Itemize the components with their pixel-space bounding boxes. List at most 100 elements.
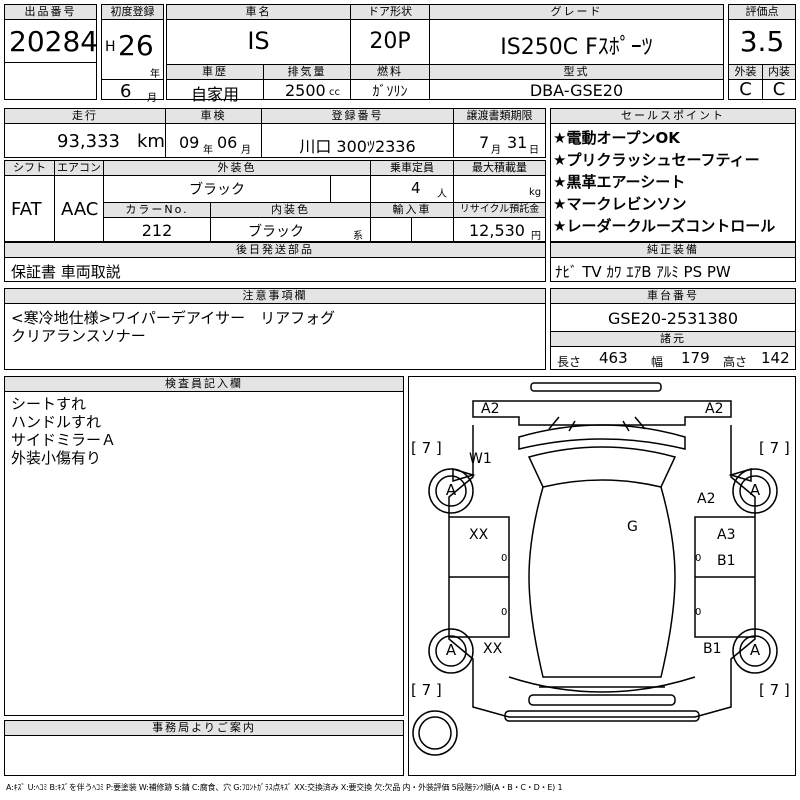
lot-number-label: 出品番号 [5,5,96,19]
lot-number-box: 出品番号 20284 [4,4,99,100]
model-code: DBA-GSE20 [529,81,624,100]
shift-label: シフト [5,161,54,175]
score-box: 評価点 3.5 外装 内装 C C [728,4,796,100]
first-registration-label: 初度登録 [102,5,163,19]
grade-label: グレード [430,5,723,19]
first-registration-box: 初度登録 H 26 年 6 月 [101,4,164,104]
sales-point: ★電動オープンOK [553,129,680,147]
tire-fr-mark: A [749,481,761,499]
mark-a2-front-right: A2 [705,401,724,417]
inspection-month: 06 [217,133,238,152]
max-load-label: 最大積載量 [454,161,545,175]
sales-point: ★黒革エアーシート [553,173,686,191]
later-parts-box: 後日発送部品 保証書 車両取説 [4,242,546,282]
mileage-unit: km [137,131,165,152]
sales-points-box: セールスポイント ★電動オープンOK ★プリクラッシュセーフティー ★黒革エアー… [550,108,796,242]
inspector-line: 外装小傷有り [11,449,102,467]
inspector-label: 検査員記入欄 [5,377,403,391]
shift: FAT [11,199,42,220]
ac-label: エアコン [55,161,103,175]
interior-color: ブラック [248,224,304,240]
door-type: 20P [369,29,411,54]
door-zero-fl: 0 [501,553,508,564]
tire-rl-mark: A [445,641,457,659]
car-diagram-box: A A A A [ 7 ] [ 7 ] [ 7 ] [ 7 ] A2 A2 W1… [408,376,796,776]
tire-rr-mark: A [749,641,761,659]
exterior-label: 外装 [729,65,762,79]
year: 26 [118,29,154,62]
exterior-color-label: 外装色 [104,161,370,175]
registration-label: 登録番号 [262,109,453,123]
fuel: ｶﾞｿﾘﾝ [372,84,408,100]
sales-point: ★マークレビンソン [553,195,687,213]
sales-point: ★プリクラッシュセーフティー [553,151,760,169]
displacement: 2500 [285,81,326,100]
chassis-box: 車台番号 GSE20-2531380 諸元 長さ 463 幅 179 高さ 14… [550,288,796,370]
displacement-label: 排気量 [264,65,350,79]
dimensions-label: 諸元 [551,332,795,346]
mark-b1-right: B1 [717,553,736,569]
interior-color-suffix: 系 [353,231,363,242]
length: 463 [599,349,628,367]
tire-rear-left [428,628,474,674]
interior-label: 内装 [763,65,795,79]
transfer-day-unit: 日 [529,145,539,156]
inspector-line: サイドミラーＡ [11,431,117,449]
mark-b1-rear-right: B1 [703,641,722,657]
sales-points-label: セールスポイント [551,109,795,123]
equipment-label: 純正装備 [551,243,795,257]
year-unit: 年 [150,69,160,80]
tire-bracket-rr: [ 7 ] [759,681,790,699]
equipment-box: 純正装備 ﾅﾋﾞ TV ｶﾜ ｴｱB ｱﾙﾐ PS PW [550,242,796,282]
exterior-color: ブラック [189,182,245,198]
mark-xx-left-rear: XX [483,641,503,657]
import-label: 輸入車 [371,203,453,217]
inspection-month-unit: 月 [241,145,251,156]
sales-points-list: ★電動オープンOK ★プリクラッシュセーフティー ★黒革エアーシート ★マークレ… [553,129,775,235]
tire-bracket-rl: [ 7 ] [411,681,442,699]
mileage: 93,333 [57,131,120,152]
transfer-month-unit: 月 [491,145,501,156]
capacity-label: 乗車定員 [371,161,453,175]
notes-label: 注意事項欄 [5,289,545,303]
later-parts-value: 保証書 車両取説 [11,263,121,281]
vehicle-history: 自家用 [190,85,239,104]
mark-w1: W1 [469,451,492,467]
chassis-number: GSE20-2531380 [607,309,739,328]
width: 179 [681,349,710,367]
mileage-label: 走行 [5,109,165,123]
inspection-year-unit: 年 [203,145,213,156]
tire-bracket-fl: [ 7 ] [411,439,442,457]
mark-xx-left: XX [469,527,489,543]
car-name: IS [247,27,270,55]
mark-a2-front-left: A2 [481,401,500,417]
inspector-line: ハンドルすれ [11,413,102,431]
office-label: 事務局よりご案内 [5,721,403,735]
transfer-day: 31 [507,133,528,152]
note-line: クリアランスソナー [11,327,146,345]
capacity-unit: 人 [437,189,447,200]
mark-a2-right: A2 [697,491,716,507]
door-label: ドア形状 [351,5,429,19]
tire-fl-mark: A [445,481,457,499]
notes-list: <寒冷地仕様>ワイパーデアイサー リアフォグ クリアランスソナー [11,309,335,345]
sales-point: ★レーダークルーズコントロール [553,217,776,235]
era: H [105,39,116,55]
height-label: 高さ [723,355,748,369]
fuel-label: 燃料 [351,65,429,79]
name-box: 車名 ドア形状 グレード IS 20P IS250C Fｽﾎﾟｰﾂ 車歴 排気量… [166,4,724,104]
door-zero-fr: 0 [695,553,702,564]
mark-a3: A3 [717,527,736,543]
notes-box: 注意事項欄 <寒冷地仕様>ワイパーデアイサー リアフォグ クリアランスソナー [4,288,546,370]
color-number-label: カラーNo. [104,203,210,217]
lot-number: 20284 [9,25,99,58]
later-parts-label: 後日発送部品 [5,243,545,257]
history-label: 車歴 [167,65,263,79]
door-zero-rl: 0 [501,607,508,618]
spec-box: シフト エアコン 外装色 乗車定員 最大積載量 FAT AAC ブラック 4 人… [4,160,546,242]
height: 142 [761,349,790,367]
interior-grade: C [772,79,786,100]
legend: A:ｷｽﾞ U:ﾍｺﾐ B:ｷｽﾞを伴うﾍｺﾐ P:要塗装 W:補修跡 S:錆 … [6,783,563,792]
width-label: 幅 [651,355,664,369]
max-load-unit: kg [529,187,542,198]
